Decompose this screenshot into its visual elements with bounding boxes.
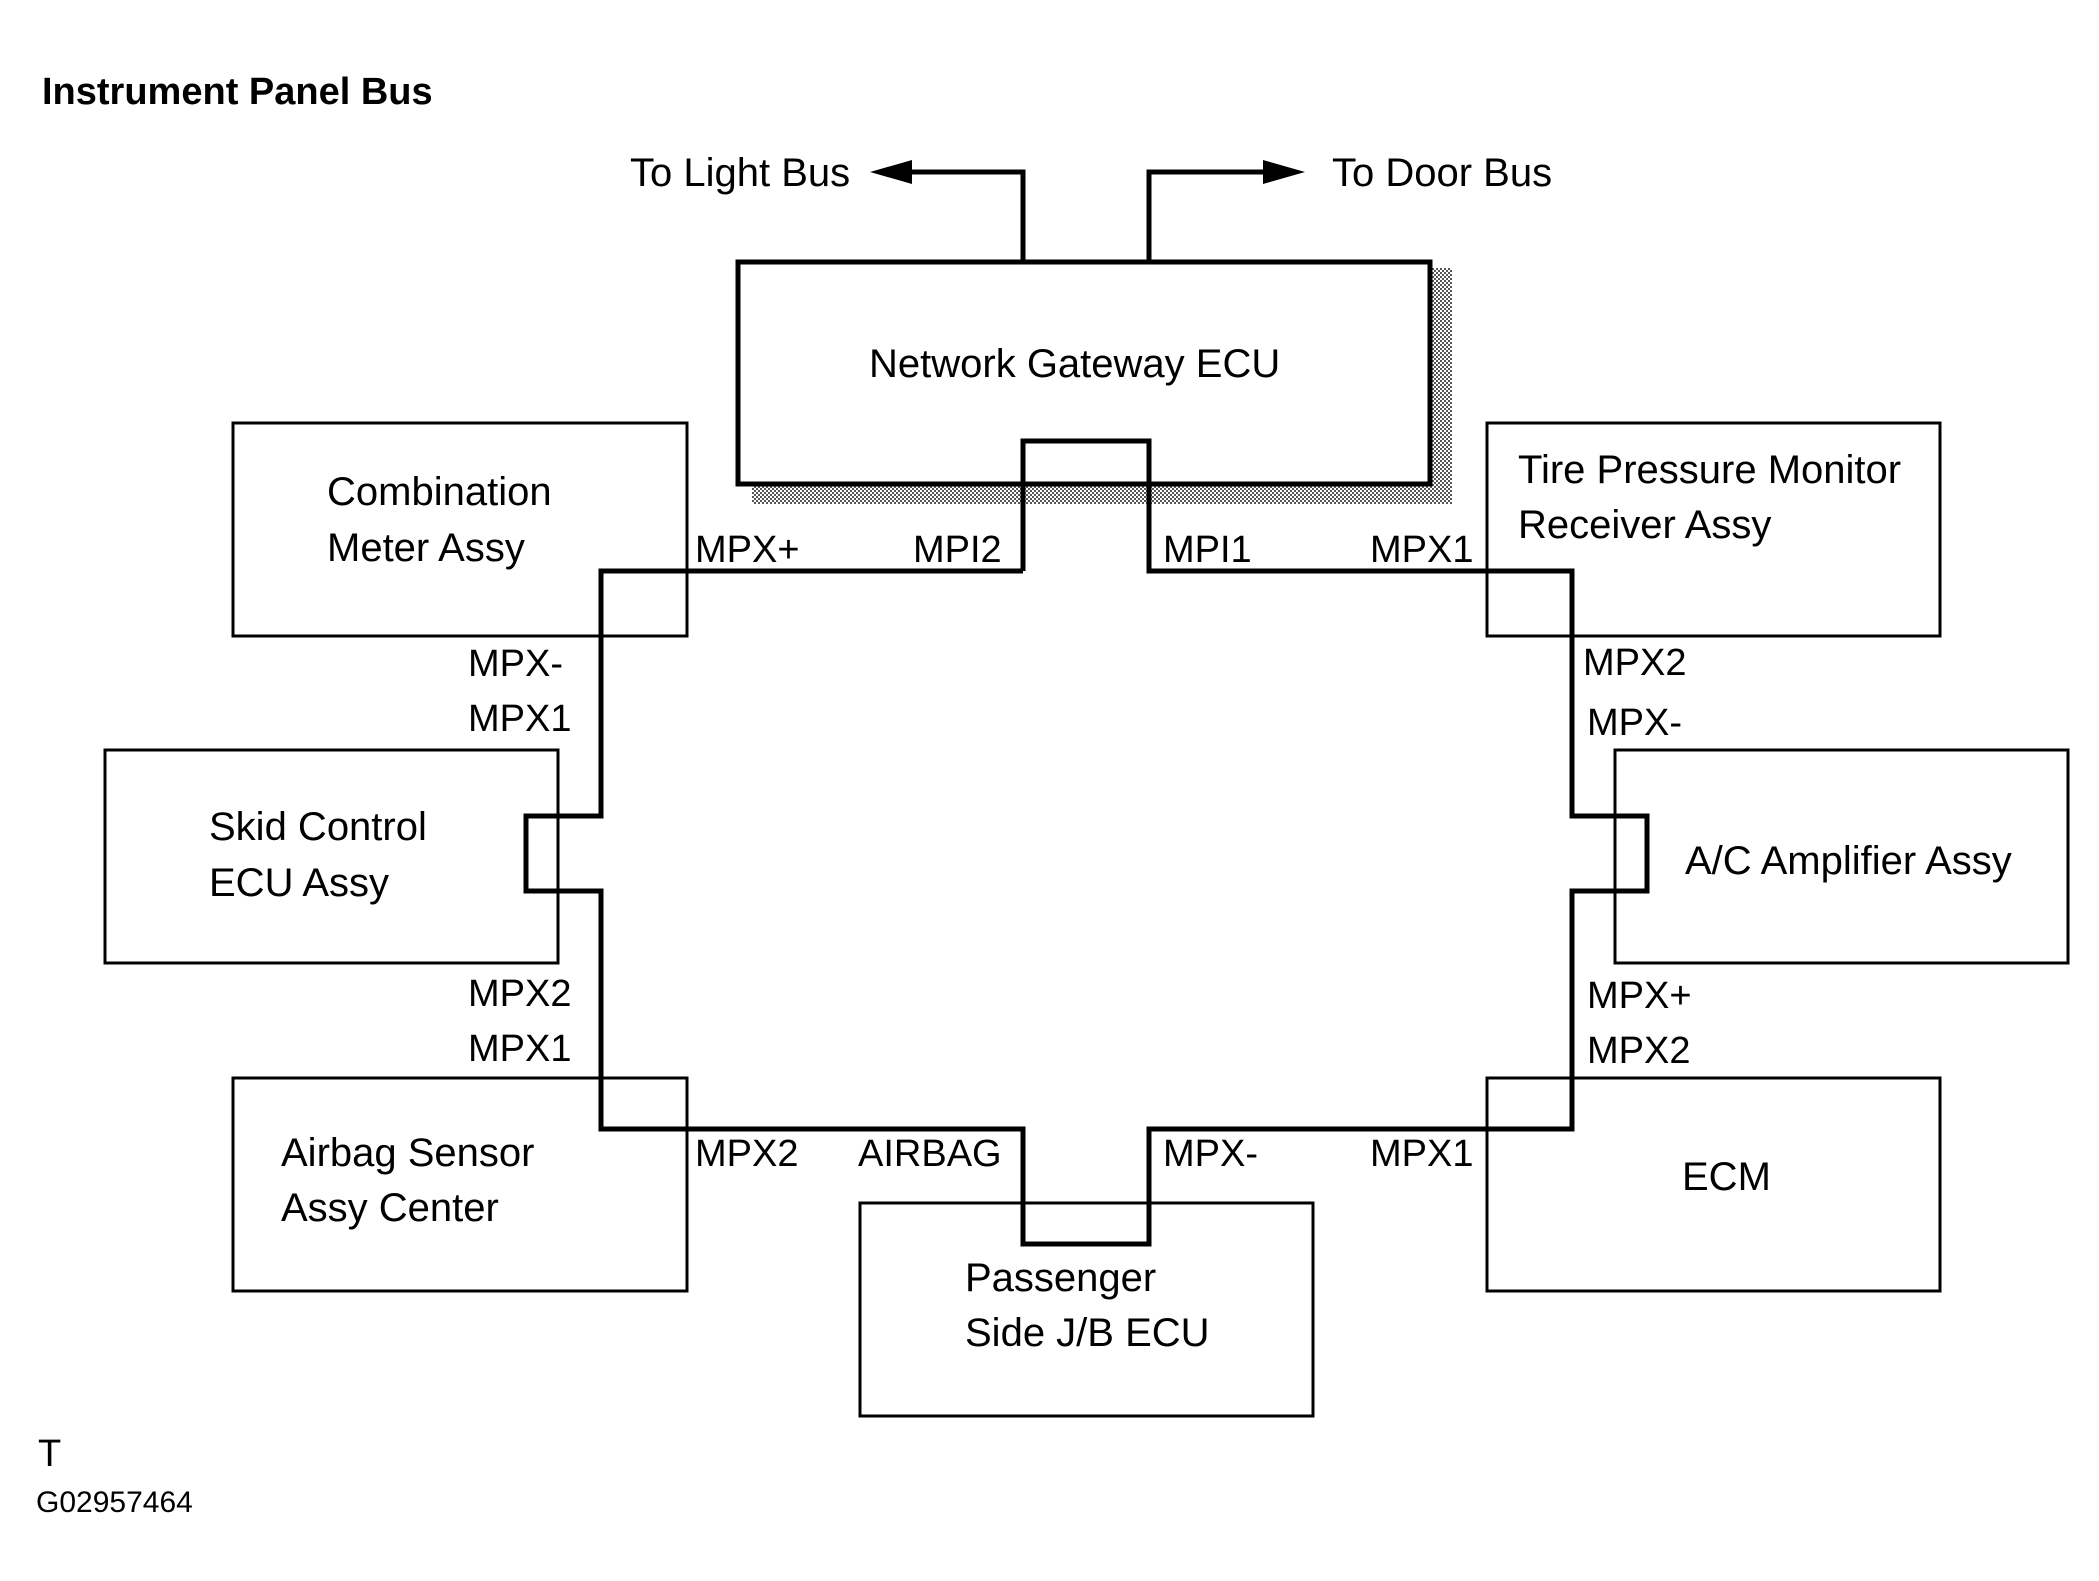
pin-skid-mpx2: MPX2 bbox=[468, 973, 571, 1015]
tire-pressure-label-2: Receiver Assy bbox=[1518, 503, 1771, 547]
skid-control-label-1: Skid Control bbox=[209, 805, 427, 849]
pin-gateway-mpi1: MPI1 bbox=[1163, 529, 1252, 571]
footer-letter: T bbox=[38, 1433, 61, 1475]
skid-control-box bbox=[103, 748, 560, 965]
ring-bus-wire bbox=[523, 438, 1650, 1247]
ac-amplifier-label: A/C Amplifier Assy bbox=[1685, 839, 2012, 883]
pin-tire-mpx2: MPX2 bbox=[1583, 642, 1686, 684]
passenger-jb-label-2: Side J/B ECU bbox=[965, 1311, 1210, 1355]
door-bus-wire bbox=[1146, 169, 1274, 262]
gateway-box bbox=[735, 259, 1433, 487]
passenger-jb-label-1: Passenger bbox=[965, 1256, 1156, 1300]
to-door-bus-label: To Door Bus bbox=[1332, 151, 1552, 195]
pin-ecm-mpx1: MPX1 bbox=[1370, 1133, 1473, 1175]
pin-meter-mpx-plus: MPX+ bbox=[695, 529, 800, 571]
combination-meter-box bbox=[231, 421, 689, 638]
pin-ecm-mpx2: MPX2 bbox=[1587, 1030, 1690, 1072]
pin-ac-mpx-plus: MPX+ bbox=[1587, 975, 1692, 1017]
pin-tire-mpx1: MPX1 bbox=[1370, 529, 1473, 571]
airbag-sensor-label-2: Assy Center bbox=[281, 1186, 499, 1230]
ac-amplifier-box bbox=[1613, 748, 2070, 965]
tire-pressure-label-1: Tire Pressure Monitor bbox=[1518, 448, 1901, 492]
ecm-box bbox=[1485, 1076, 1942, 1293]
light-bus-wire bbox=[898, 169, 1026, 262]
skid-control-label-2: ECU Assy bbox=[209, 861, 389, 905]
gateway-label: Network Gateway ECU bbox=[869, 342, 1280, 386]
ecm-label: ECM bbox=[1682, 1155, 1771, 1199]
combination-meter-label-2: Meter Assy bbox=[327, 526, 525, 570]
pin-ac-mpx-minus: MPX- bbox=[1587, 702, 1682, 744]
airbag-sensor-label-1: Airbag Sensor bbox=[281, 1131, 534, 1175]
figure-code: G02957464 bbox=[36, 1486, 193, 1519]
combination-meter-label-1: Combination bbox=[327, 470, 552, 514]
pin-jb-airbag: AIRBAG bbox=[858, 1133, 1002, 1175]
pin-gateway-mpi2: MPI2 bbox=[913, 529, 1002, 571]
to-light-bus-label: To Light Bus bbox=[630, 151, 850, 195]
door-bus-arrow bbox=[1263, 160, 1305, 184]
light-bus-arrow bbox=[870, 160, 912, 184]
passenger-jb-box bbox=[858, 1201, 1315, 1418]
airbag-sensor-box bbox=[231, 1076, 689, 1293]
pin-skid-mpx1: MPX1 bbox=[468, 698, 571, 740]
pin-meter-mpx-minus: MPX- bbox=[468, 643, 563, 685]
diagram-title: Instrument Panel Bus bbox=[42, 71, 433, 113]
tire-pressure-box bbox=[1485, 421, 1942, 638]
pin-jb-mpx-minus: MPX- bbox=[1163, 1133, 1258, 1175]
pin-airbag-mpx1: MPX1 bbox=[468, 1028, 571, 1070]
pin-airbag-mpx2: MPX2 bbox=[695, 1133, 798, 1175]
